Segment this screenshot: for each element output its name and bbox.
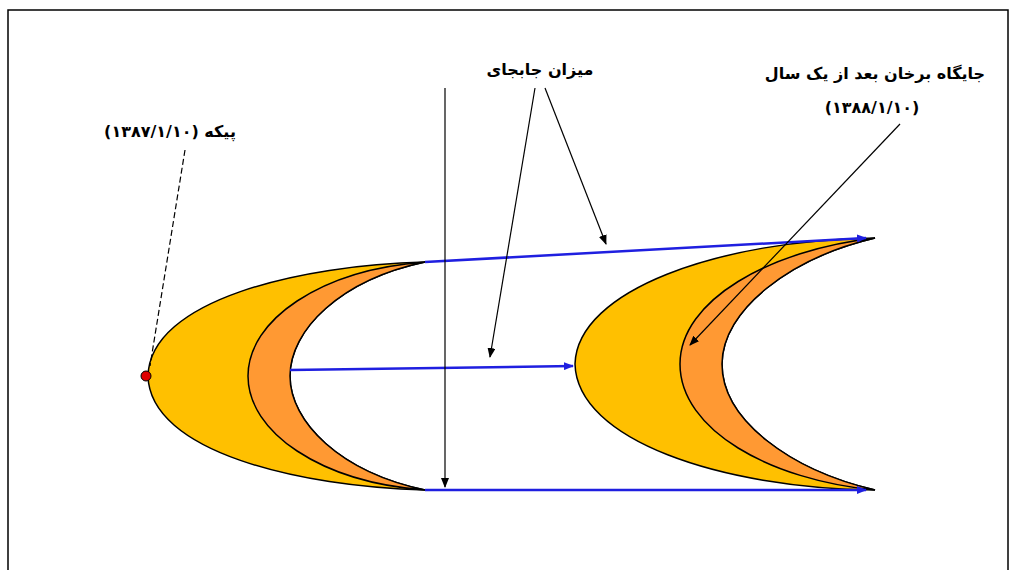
leader-line [150,150,185,366]
leader-line [490,88,535,357]
displacement-arrow [425,238,866,262]
displacement-arrow [425,489,866,492]
leader-line [545,88,606,244]
leader-line [444,88,445,487]
date-label: (۱۳۸۸/۱/۱۰) [823,98,922,117]
frame [8,10,1008,570]
callout-label: میزان جابجای [485,60,596,79]
callout-label: پیکه (۱۳۸۷/۱/۱۰) [102,122,238,141]
dune-body [148,262,425,490]
dune-body [575,238,875,490]
slip-face [248,262,425,490]
leader-line [690,124,900,345]
displacement-arrow [290,366,573,370]
peak-dot [141,371,151,381]
slip-face [680,238,875,490]
callout-label: جایگاه برخان بعد از یک سال [763,64,987,83]
